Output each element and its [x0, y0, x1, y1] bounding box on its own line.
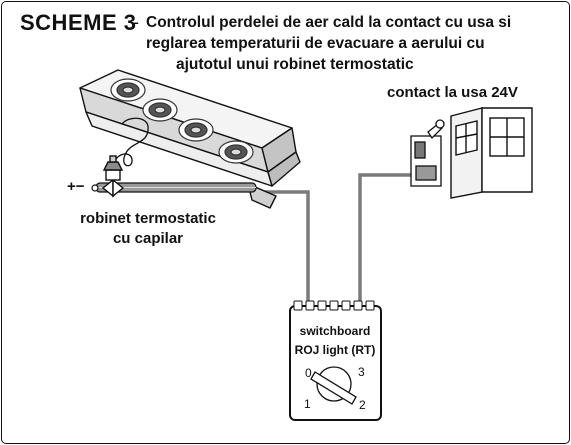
valve-label: robinet termostatic cu capilar: [68, 209, 228, 249]
capillary-tube: [111, 117, 149, 167]
polarity-symbols: +−: [67, 178, 85, 195]
title-line-3: ajutotul unui robinet termostatic: [176, 56, 414, 73]
door-icon: [450, 107, 533, 199]
title-line-2: reglarea temperaturii de evacuare a aeru…: [146, 35, 485, 52]
air-curtain-grilles: [110, 78, 254, 164]
diagram-title: Controlul perdelei de aer cald la contac…: [146, 12, 546, 75]
thermostatic-valve-icon: [101, 155, 125, 198]
switchboard-terminals: [293, 300, 375, 311]
selector-knob-pointer[interactable]: [310, 371, 357, 405]
dial-position-3: 3: [358, 365, 365, 379]
switchboard-box: switchboard ROJ light (RT) 0 1 2 3: [289, 300, 382, 421]
switchboard-model: ROJ light (RT): [295, 343, 376, 357]
title-line-1: Controlul perdelei de aer cald la contac…: [146, 14, 512, 31]
cable-valve-to-switchboard: [255, 190, 310, 305]
title-separator: -: [133, 12, 139, 32]
door-contact-switch-icon: [410, 119, 445, 187]
cable-door-to-switchboard: [358, 173, 412, 305]
valve-label-line-1: robinet termostatic: [80, 210, 216, 227]
valve-label-line-2: cu capilar: [112, 230, 184, 247]
dial-position-2: 2: [359, 398, 366, 412]
door-contact-label: contact la usa 24V: [387, 84, 518, 101]
scheme-number: SCHEME 3: [20, 10, 137, 35]
dial-position-1: 1: [304, 397, 311, 411]
switchboard-name: switchboard: [300, 324, 371, 338]
polarity-marks: +−: [67, 178, 99, 195]
dial-position-0: 0: [305, 366, 312, 380]
